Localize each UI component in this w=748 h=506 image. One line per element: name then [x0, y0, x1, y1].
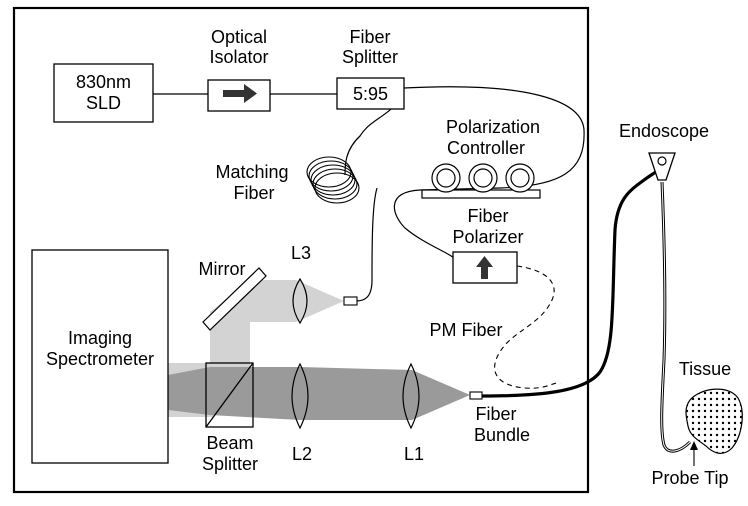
beam-splitter-label-line1: Beam [206, 433, 253, 453]
imaging-spectrometer-box [31, 249, 169, 464]
endoscope [648, 152, 692, 453]
fiber-splitter-box [336, 77, 405, 110]
polarizer-label-line1: Fiber [467, 206, 508, 226]
beam-splitter-diagonal [205, 362, 254, 428]
fiber-sample-arm-loop [393, 86, 585, 261]
splitter-label-line1: Fiber [349, 27, 390, 47]
endoscope-eyepiece [657, 156, 667, 166]
lens-l3 [292, 277, 308, 325]
lens-l2-label: L2 [292, 444, 312, 464]
lens-l2 [291, 362, 309, 430]
up-arrow-icon [476, 256, 493, 279]
sld-label-line2: SLD [86, 93, 121, 113]
beam-splitter-cube [205, 362, 254, 428]
beam-l3-light [250, 280, 344, 322]
fiber-to-l3 [355, 187, 378, 302]
probe-tip-label: Probe Tip [651, 468, 728, 488]
splitter-label-line2: Splitter [342, 47, 398, 67]
lens-l1-label: L1 [404, 444, 424, 464]
polarization-controller [421, 163, 541, 199]
mirror [202, 267, 267, 331]
endoscope-label: Endoscope [619, 121, 709, 141]
matching-label-line1: Matching [215, 162, 288, 182]
beam-paths [168, 280, 470, 420]
endoscope-handle [648, 152, 676, 181]
fiber-connector-l3 [343, 296, 358, 306]
beam-main-dark [168, 367, 470, 420]
mirror-label: Mirror [199, 259, 246, 279]
tissue-label: Tissue [679, 359, 731, 379]
probe-tip-arrowhead [690, 441, 698, 450]
splitter-ratio: 5:95 [353, 84, 388, 104]
beam-splitter-label-line2: Splitter [202, 454, 258, 474]
imaging-label-line2: Spectrometer [46, 349, 154, 369]
lens-l1 [402, 362, 420, 430]
sld-source-box [53, 63, 154, 123]
polctrl-label-line1: Polarization [446, 117, 540, 137]
tissue-sample [685, 388, 743, 454]
polctrl-label-line2: Controller [447, 138, 525, 158]
matching-label-line2: Fiber [233, 183, 274, 203]
sld-label-line1: 830nm [76, 72, 131, 92]
polarizer-label-line2: Polarizer [452, 227, 523, 247]
endoscope-shaft-inner [661, 181, 691, 452]
isolator-label-line1: Optical [211, 27, 267, 47]
pm-fiber-dashed [494, 265, 561, 389]
fiber-bundle-label-line1: Fiber [475, 404, 516, 424]
fiber-bundle-label-line2: Bundle [474, 425, 530, 445]
isolator-label-line2: Isolator [209, 47, 268, 67]
fiber-bundle-cable [481, 168, 661, 398]
fiber-bundle-tip [469, 391, 483, 400]
system-enclosure [12, 6, 590, 494]
imaging-label-line1: Imaging [68, 328, 132, 348]
matching-fiber-coil [306, 156, 360, 204]
pm-fiber-label: PM Fiber [429, 320, 502, 340]
lens-l3-label: L3 [291, 243, 311, 263]
right-arrow-icon [223, 84, 257, 103]
fiber-reference-arm [344, 99, 401, 176]
